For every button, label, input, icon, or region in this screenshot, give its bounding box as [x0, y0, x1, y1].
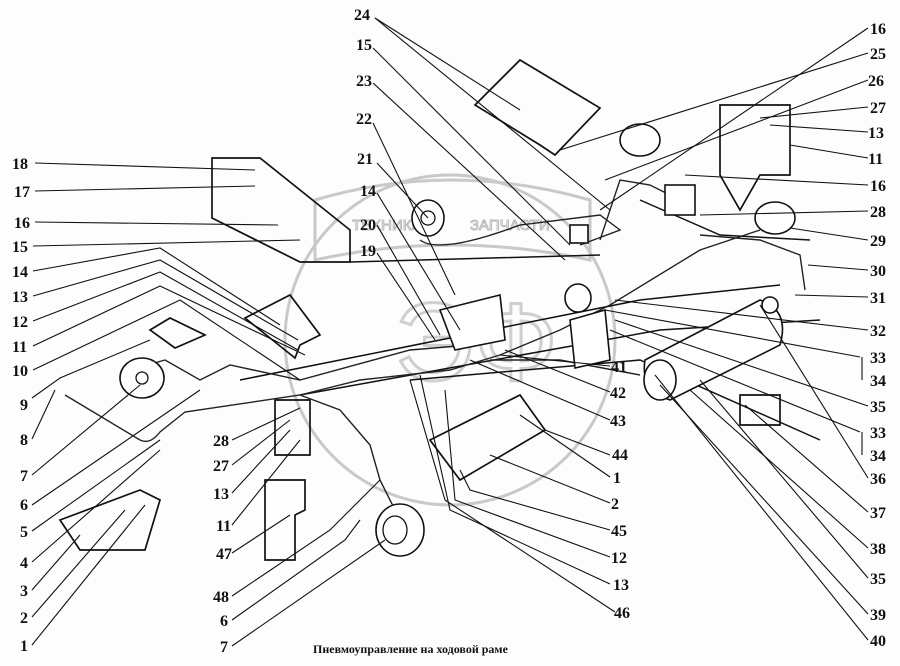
callout-label: 14 [360, 183, 376, 200]
callout-label: 8 [20, 432, 28, 449]
callout-label: 11 [12, 339, 27, 356]
callout-label: 7 [20, 468, 28, 485]
callout-label: 9 [20, 397, 28, 414]
callout-label: 17 [14, 184, 30, 201]
callout-label: 44 [612, 447, 628, 464]
callout-label: 16 [14, 215, 30, 232]
callout-label: 3 [20, 583, 28, 600]
diagram-caption: Пневмоуправление на ходовой раме [313, 642, 509, 656]
callout-label: 46 [614, 605, 630, 622]
callout-label: 37 [870, 505, 886, 522]
callout-label: 2 [20, 610, 28, 627]
callout-label: 12 [12, 314, 28, 331]
callouts-right-lower: 33 34 35 33 34 36 37 38 35 39 40 [870, 350, 886, 650]
callout-label: 27 [213, 458, 229, 475]
callout-label: 13 [613, 577, 629, 594]
callout-label: 2 [611, 496, 619, 513]
callout-label: 20 [360, 217, 376, 234]
callout-label: 36 [870, 471, 886, 488]
bracket-center [438, 294, 611, 369]
callout-label: 23 [356, 73, 372, 90]
callout-label: 27 [870, 100, 886, 117]
callout-label: 43 [610, 413, 626, 430]
brake-chamber-top [619, 123, 796, 235]
watermark-right-text: ЗАПЧАСТИ [470, 217, 550, 234]
callout-label: 34 [870, 448, 886, 465]
callout-label: 16 [870, 21, 886, 38]
callout-label: 45 [611, 523, 627, 540]
callouts-left: 18 17 16 15 14 13 12 11 10 9 8 7 6 5 4 3… [12, 156, 30, 655]
callouts-center: 41 42 43 44 1 2 45 12 13 46 [610, 359, 630, 622]
callout-label: 28 [870, 204, 886, 221]
callout-label: 1 [20, 638, 28, 655]
callout-label: 7 [220, 639, 228, 656]
callout-label: 21 [357, 151, 373, 168]
callout-label: 39 [870, 607, 886, 624]
callouts-right-upper: 16 25 26 27 13 11 16 28 29 30 31 32 [868, 21, 886, 340]
callout-label: 12 [611, 550, 627, 567]
air-receivers [643, 296, 784, 401]
callout-label: 30 [870, 263, 886, 280]
callout-label: 26 [868, 73, 884, 90]
callout-label: 11 [216, 518, 231, 535]
callout-label: 13 [868, 125, 884, 142]
callout-label: 11 [868, 151, 883, 168]
callout-label: 15 [12, 239, 28, 256]
callout-label: 5 [20, 524, 28, 541]
callout-label: 34 [870, 373, 886, 390]
callout-label: 18 [12, 156, 28, 173]
callout-label: 1 [613, 470, 621, 487]
callout-label: 14 [12, 264, 28, 281]
callout-label: 19 [360, 243, 376, 260]
valve-center [411, 184, 696, 313]
callouts-top: 24 15 23 22 21 14 20 19 [354, 7, 376, 260]
callout-label: 31 [870, 290, 886, 307]
callout-label: 35 [870, 399, 886, 416]
callout-label: 40 [870, 633, 886, 650]
callout-label: 33 [870, 350, 886, 367]
callout-label: 15 [356, 37, 372, 54]
callout-label: 6 [20, 497, 28, 514]
callout-label: 22 [356, 111, 372, 128]
callout-label: 25 [870, 46, 886, 63]
callout-label: 10 [12, 363, 28, 380]
callout-label: 28 [213, 433, 229, 450]
callout-label: 6 [220, 613, 228, 630]
callout-label: 38 [870, 541, 886, 558]
callout-label: 16 [870, 178, 886, 195]
callout-label: 4 [20, 555, 28, 572]
watermark: ТЕХНИКА ЗАПЧАСТИ ЭФ [283, 173, 617, 507]
callout-label: 32 [870, 323, 886, 340]
callout-label: 47 [216, 546, 232, 563]
callout-label: 24 [354, 7, 370, 24]
callout-label: 48 [213, 589, 229, 606]
callout-label: 35 [870, 571, 886, 588]
watermark-left-text: ТЕХНИКА [352, 217, 422, 234]
callout-label: 13 [12, 289, 28, 306]
callout-label: 42 [610, 385, 626, 402]
brake-chamber-rear-left [375, 503, 425, 557]
leader-lines [31, 17, 869, 647]
callout-label: 33 [870, 425, 886, 442]
callout-label: 29 [870, 233, 886, 250]
callouts-bottom-left: 28 27 13 11 47 48 6 7 [213, 433, 232, 656]
brake-chamber-front-left [119, 357, 165, 399]
callout-label: 13 [213, 486, 229, 503]
callout-label: 41 [611, 359, 627, 376]
